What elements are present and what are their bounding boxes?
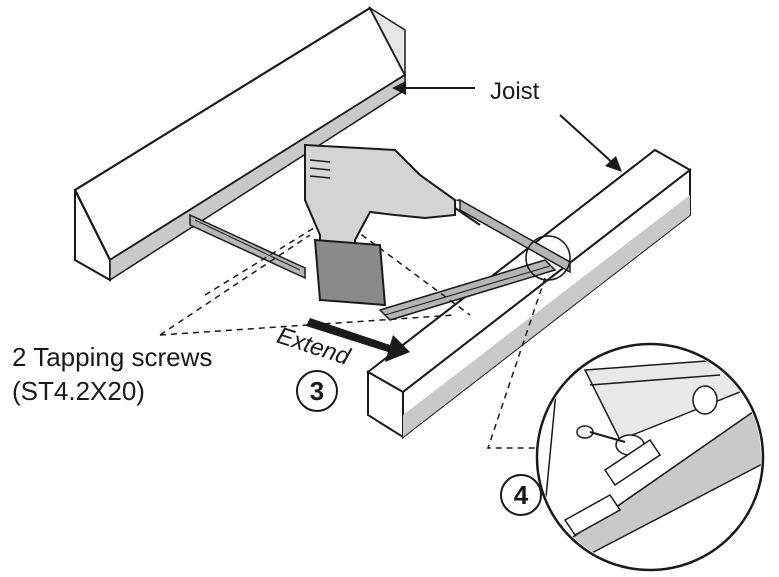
slide-rail-back — [189, 213, 306, 280]
tapping-screws-label: 2 Tapping screws (ST4.2X20) — [12, 340, 212, 408]
joist-arrow-1 — [392, 81, 475, 95]
joist-label: Joist — [490, 78, 540, 105]
screw-leader-lines — [159, 234, 456, 336]
tapping-screws-spec: (ST4.2X20) — [12, 376, 145, 406]
joist-arrow-2 — [559, 114, 622, 172]
tapping-screws-count: 2 Tapping screws — [12, 342, 213, 372]
step-4-badge: 4 — [500, 474, 542, 516]
step-3-badge: 3 — [296, 370, 338, 412]
detail-zoom — [535, 342, 765, 572]
drill-icon — [304, 143, 481, 307]
detail-callout — [486, 235, 571, 449]
extend-arrow — [306, 318, 410, 362]
back-joist — [73, 5, 407, 282]
